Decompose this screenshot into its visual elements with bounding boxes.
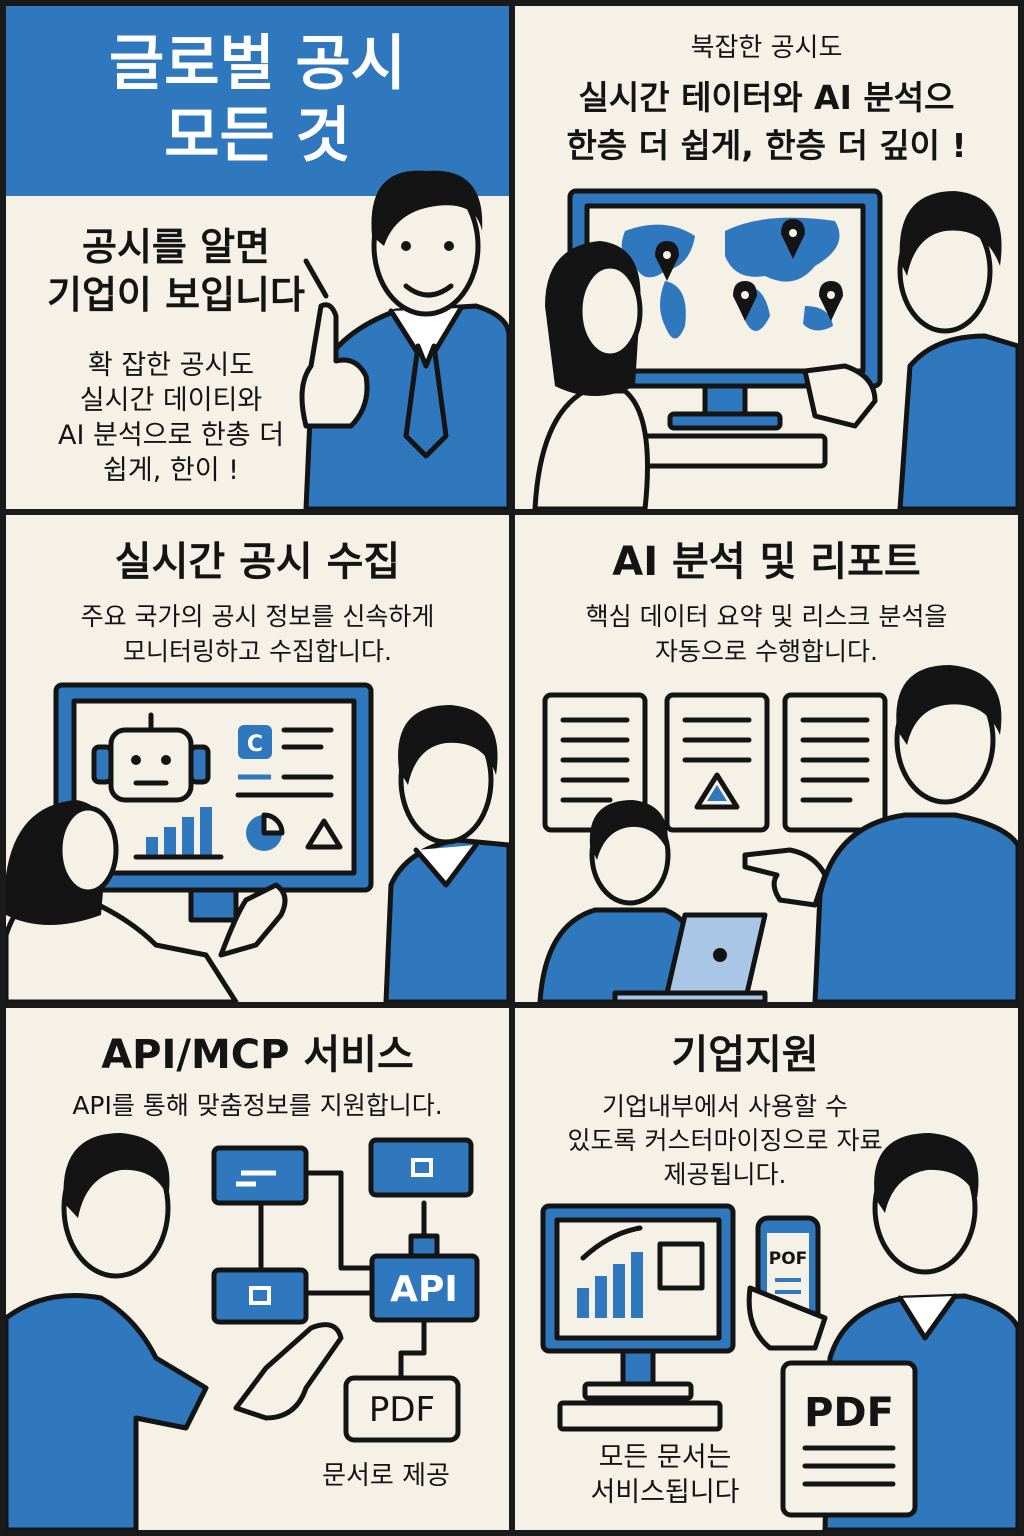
robot-icon — [91, 712, 211, 803]
laptop-icon — [612, 912, 768, 1002]
document-icon — [664, 692, 770, 833]
title-banner — [6, 6, 509, 196]
ai-report-body: 핵심 데이터 요약 및 리스크 분석을 자동으로 수행합니다. — [585, 602, 948, 666]
phone-label: POF — [769, 1249, 808, 1269]
api-title: API/MCP 서비스 — [101, 1032, 414, 1078]
api-flow-illustration: API PDF — [6, 1133, 480, 1530]
triangle-icon — [305, 818, 343, 850]
enterprise-illustration: POF PDF — [540, 1133, 1018, 1530]
ai-report-title: AI 분석 및 리포트 — [612, 539, 921, 585]
panel-hero: 글로벌 공시 모든 것 공시를 알면 기업이 보입니다 확 잡한 공시도 실시간… — [6, 6, 509, 509]
bar-chart-icon — [133, 807, 224, 860]
flow-node — [368, 1137, 474, 1198]
hero-title: 글로벌 공시 모든 것 — [109, 29, 406, 171]
pie-chart-icon — [246, 812, 285, 851]
document-icon — [657, 1241, 705, 1291]
panel-api: API/MCP 서비스 API를 통해 맞춤정보를 지원합니다. API PDF — [6, 1008, 509, 1530]
report-documents-illustration — [537, 665, 1018, 1002]
businessman-pointing-illustration — [299, 170, 509, 509]
api-node — [369, 1253, 480, 1323]
panel-enterprise: 기업지원 기업내부에서 사용할 수 있도록 커스터마이징으로 자료 제공됩니다. — [515, 1008, 1018, 1530]
map-pin-icon — [655, 219, 843, 321]
panel-ai-report: AI 분석 및 리포트 핵심 데이터 요약 및 리스크 분석을 자동으로 수행합… — [515, 515, 1018, 1002]
realtime-top-text: 북잡한 공시도 — [690, 33, 843, 63]
api-caption: 문서로 제공 — [322, 1461, 450, 1491]
panel-realtime-map: 북잡한 공시도 실시간 테이터와 AI 분석으 한층 더 쉽게, 한층 더 깊이… — [515, 6, 1018, 509]
collection-body: 주요 국가의 공시 정보를 신속하게 모니터링하고 수집합니다. — [80, 602, 435, 666]
pdf-box — [343, 1375, 461, 1443]
realtime-heading: 실시간 테이터와 AI 분석으 한층 더 쉽게, 한층 더 깊이 ! — [566, 78, 967, 165]
comic-grid: 글로벌 공시 모든 것 공시를 알면 기업이 보입니다 확 잡한 공시도 실시간… — [6, 6, 1018, 1530]
screen-letter: C — [247, 732, 263, 757]
robot-monitor-illustration: C — [6, 682, 509, 1002]
warning-triangle-icon — [694, 772, 740, 810]
panel-collection: 실시간 공시 수집 주요 국가의 공시 정보를 신속하게 모니터링하고 수집합니… — [6, 515, 509, 1002]
enterprise-title: 기업지원 — [671, 1032, 819, 1078]
pdf-document-label: PDF — [804, 1390, 894, 1436]
hero-heading: 공시를 알면 기업이 보입니다 — [47, 225, 305, 317]
document-icon — [782, 692, 888, 833]
api-body: API를 통해 맞춤정보를 지원합니다. — [72, 1091, 443, 1120]
flow-node — [211, 1267, 309, 1325]
bar-chart-icon — [577, 1252, 643, 1318]
hero-body: 확 잡한 공시도 실시간 데이티와 AI 분석으로 한총 더 쉽게, 한이 ! — [57, 350, 285, 487]
pdf-document-icon — [780, 1360, 918, 1518]
map-monitor-illustration — [532, 188, 1018, 509]
collection-title: 실시간 공시 수집 — [114, 539, 401, 585]
enterprise-body: 기업내부에서 사용할 수 있도록 커스터마이징으로 자료 제공됩니다. — [567, 1092, 883, 1189]
pdf-box-label: PDF — [369, 1390, 435, 1430]
enterprise-caption: 모든 문서는 서비스됩니다 — [590, 1442, 740, 1509]
api-node-label: API — [390, 1269, 458, 1310]
